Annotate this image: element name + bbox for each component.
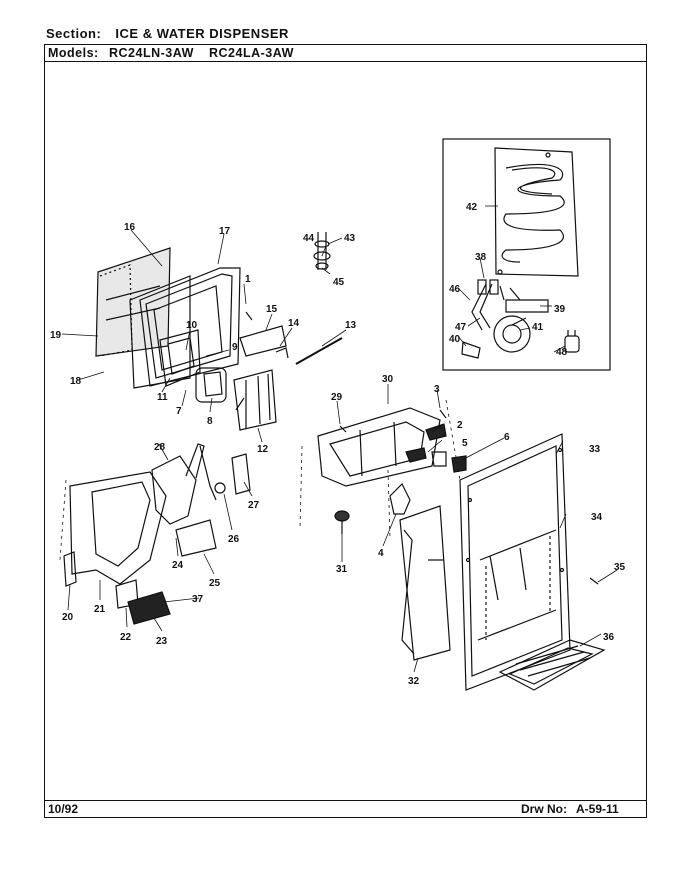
ice-chute-door [95,247,241,389]
callout-48: 48 [556,347,568,358]
callout-39: 39 [554,304,566,315]
callout-43: 43 [344,233,356,244]
valve-2 [425,423,447,441]
thermostat [493,299,549,353]
callout-46: 46 [449,284,461,295]
callout-38: 38 [475,252,487,263]
footer-row: 10/92 Drw No: A-59-11 [45,800,646,817]
callout-28: 28 [154,442,166,453]
door-flap [159,329,227,403]
callout-17: 17 [219,226,231,237]
solenoid-bracket [233,369,277,431]
screw-35 [589,577,599,585]
callout-30: 30 [382,374,394,385]
drawing-label: Drw No: [521,802,567,816]
callout-22: 22 [120,632,132,643]
callout-34: 34 [591,512,603,523]
chute-32 [399,505,451,661]
callout-40: 40 [449,334,461,345]
callout-31: 31 [336,564,348,575]
callout-10: 10 [186,320,198,331]
valve-6 [451,455,467,473]
callout-11: 11 [157,392,168,403]
callout-27: 27 [248,500,260,511]
models-row: Models: RC24LN-3AW RC24LA-3AW [45,45,646,62]
callout-42: 42 [466,202,478,213]
callout-13: 13 [345,320,357,331]
models-label: Models: [48,46,99,60]
callout-41: 41 [532,322,544,333]
callout-8: 8 [207,416,213,427]
callout-35: 35 [614,562,626,573]
actuator-arm [63,443,251,609]
model-1: RC24LN-3AW [109,46,194,60]
callout-29: 29 [331,392,343,403]
callout-9: 9 [232,342,238,353]
callout-14: 14 [288,318,300,329]
callout-labels: 1 2 3 4 5 6 7 8 9 10 11 12 13 14 15 16 1… [50,202,626,687]
callout-32: 32 [408,676,420,687]
callout-23: 23 [156,636,168,647]
callout-2: 2 [457,420,463,431]
callout-26: 26 [228,534,240,545]
callout-15: 15 [266,304,278,315]
heater-plate [494,147,579,277]
callout-6: 6 [504,432,510,443]
screw-3 [439,409,447,419]
callout-47: 47 [455,322,467,333]
callout-12: 12 [257,444,269,455]
callout-3: 3 [434,384,440,395]
callout-19: 19 [50,330,62,341]
diagram-frame: Models: RC24LN-3AW RC24LA-3AW 10/92 Drw … [44,44,647,818]
heater-leads [471,279,521,331]
callout-24: 24 [172,560,184,571]
callout-5: 5 [462,438,468,449]
dispenser-housing [459,433,571,691]
part-4 [389,482,411,515]
model-2: RC24LA-3AW [209,46,294,60]
callout-37: 37 [192,594,204,605]
spring-14 [275,347,289,359]
callout-18: 18 [70,376,82,387]
screw-29 [339,425,347,433]
screw-1 [245,311,253,321]
wire-nut [461,341,481,359]
inset-box [442,138,611,371]
callout-44: 44 [303,233,315,244]
bracket-15 [239,325,287,357]
valve-5 [405,447,427,463]
callout-20: 20 [62,612,74,623]
callout-25: 25 [209,578,221,589]
callout-16: 16 [124,222,136,233]
pad-23 [127,591,171,625]
water-connector [313,232,331,270]
callout-7: 7 [176,406,182,417]
callout-45: 45 [333,277,345,288]
callout-21: 21 [94,604,106,615]
section-value: ICE & WATER DISPENSER [115,26,289,41]
part-31 [334,510,350,534]
water-manifold [317,407,441,487]
valve-5b [431,451,447,467]
callout-4: 4 [378,548,384,559]
drawing-number: A-59-11 [576,802,619,816]
section-heading: Section: ICE & WATER DISPENSER [46,26,289,41]
callout-36: 36 [603,632,615,643]
section-label: Section: [46,26,102,41]
relay [564,330,580,353]
footer-date: 10/92 [48,802,79,816]
callout-33: 33 [589,444,601,455]
callout-1: 1 [245,274,251,285]
drip-tray [498,639,606,691]
rod-13 [295,337,343,365]
